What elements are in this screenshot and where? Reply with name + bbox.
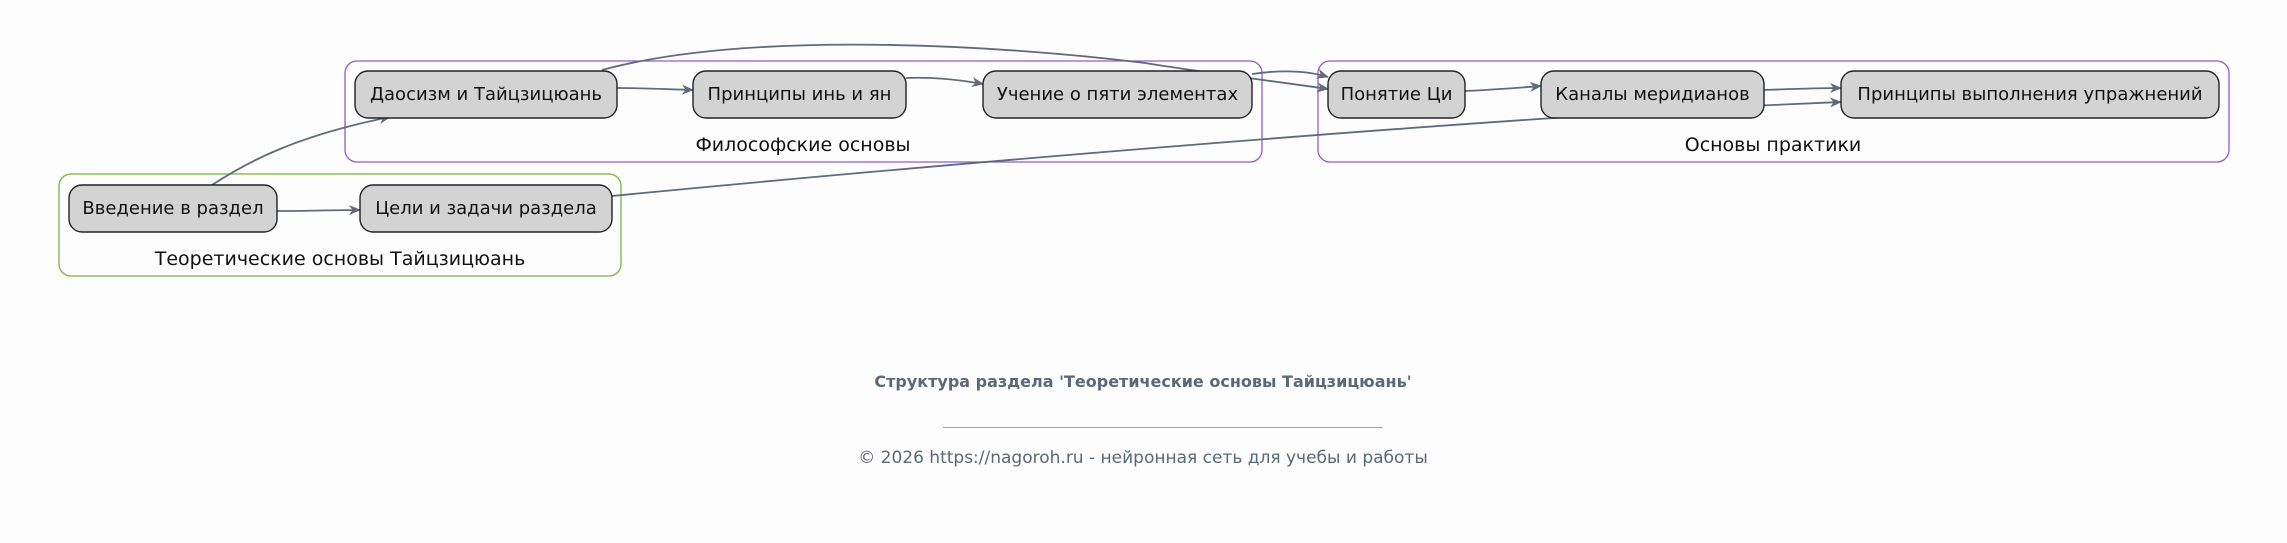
- edge-taoism-yinyang: [616, 84, 694, 95]
- node-taoism-box: [354, 70, 618, 119]
- node-taoism[interactable]: Даосизм и Тайцзицюань: [354, 70, 618, 119]
- cluster-philosophy-box: [344, 60, 1263, 163]
- cluster-philosophy-label: Философские основы: [695, 134, 910, 156]
- node-five-box: [982, 70, 1253, 119]
- node-goals-box: [359, 184, 613, 233]
- node-five[interactable]: Учение о пяти элементах: [982, 70, 1253, 119]
- diagram-caption-title: Структура раздела 'Теоретические основы …: [874, 372, 1412, 391]
- edge-qi-meridians: [1464, 81, 1542, 92]
- node-goals[interactable]: Цели и задачи раздела: [359, 184, 613, 233]
- node-intro-label: Введение в раздел: [82, 198, 263, 219]
- edge-yinyang-five: [905, 76, 984, 87]
- node-goals-label: Цели и задачи раздела: [375, 198, 597, 219]
- edges: [211, 43, 1842, 216]
- node-principles-label: Принципы выполнения упражнений: [1857, 84, 2202, 105]
- node-yinyang[interactable]: Принципы инь и ян: [692, 70, 907, 119]
- node-principles[interactable]: Принципы выполнения упражнений: [1840, 70, 2220, 119]
- cluster-practice-label: Основы практики: [1685, 134, 1862, 156]
- node-meridians-box: [1540, 70, 1765, 119]
- edge-taoism-qi: [601, 43, 1329, 93]
- node-taoism-label: Даосизм и Тайцзицюань: [370, 84, 602, 105]
- edge-intro-goals: [276, 205, 361, 216]
- node-yinyang-box: [692, 70, 907, 119]
- cluster-practice-box: [1317, 60, 2230, 163]
- cluster-practice: Основы практики: [1317, 60, 2230, 163]
- node-principles-box: [1840, 70, 2220, 119]
- node-yinyang-label: Принципы инь и ян: [708, 84, 892, 105]
- node-meridians-label: Каналы меридианов: [1555, 84, 1749, 105]
- node-qi[interactable]: Понятие Ци: [1327, 70, 1466, 119]
- cluster-philosophy: Философские основы: [344, 60, 1263, 163]
- edge-meridians-principles: [1763, 83, 1842, 94]
- cluster-theory: Теоретические основы Тайцзицюань: [58, 173, 622, 277]
- node-qi-box: [1327, 70, 1466, 119]
- edge-five-qi: [1251, 69, 1329, 79]
- node-intro-box: [68, 184, 278, 233]
- edge-goals-principles: [611, 97, 1842, 197]
- cluster-theory-label: Теоретические основы Тайцзицюань: [154, 248, 526, 270]
- node-intro[interactable]: Введение в раздел: [68, 184, 278, 233]
- caption-divider: [943, 427, 1383, 428]
- edge-intro-taoism: [211, 114, 391, 186]
- copyright-text: © 2026 https://nagoroh.ru - нейронная се…: [858, 448, 1428, 468]
- node-meridians[interactable]: Каналы меридианов: [1540, 70, 1765, 119]
- node-qi-label: Понятие Ци: [1341, 84, 1453, 105]
- node-five-label: Учение о пяти элементах: [997, 84, 1239, 105]
- cluster-theory-box: [58, 173, 622, 277]
